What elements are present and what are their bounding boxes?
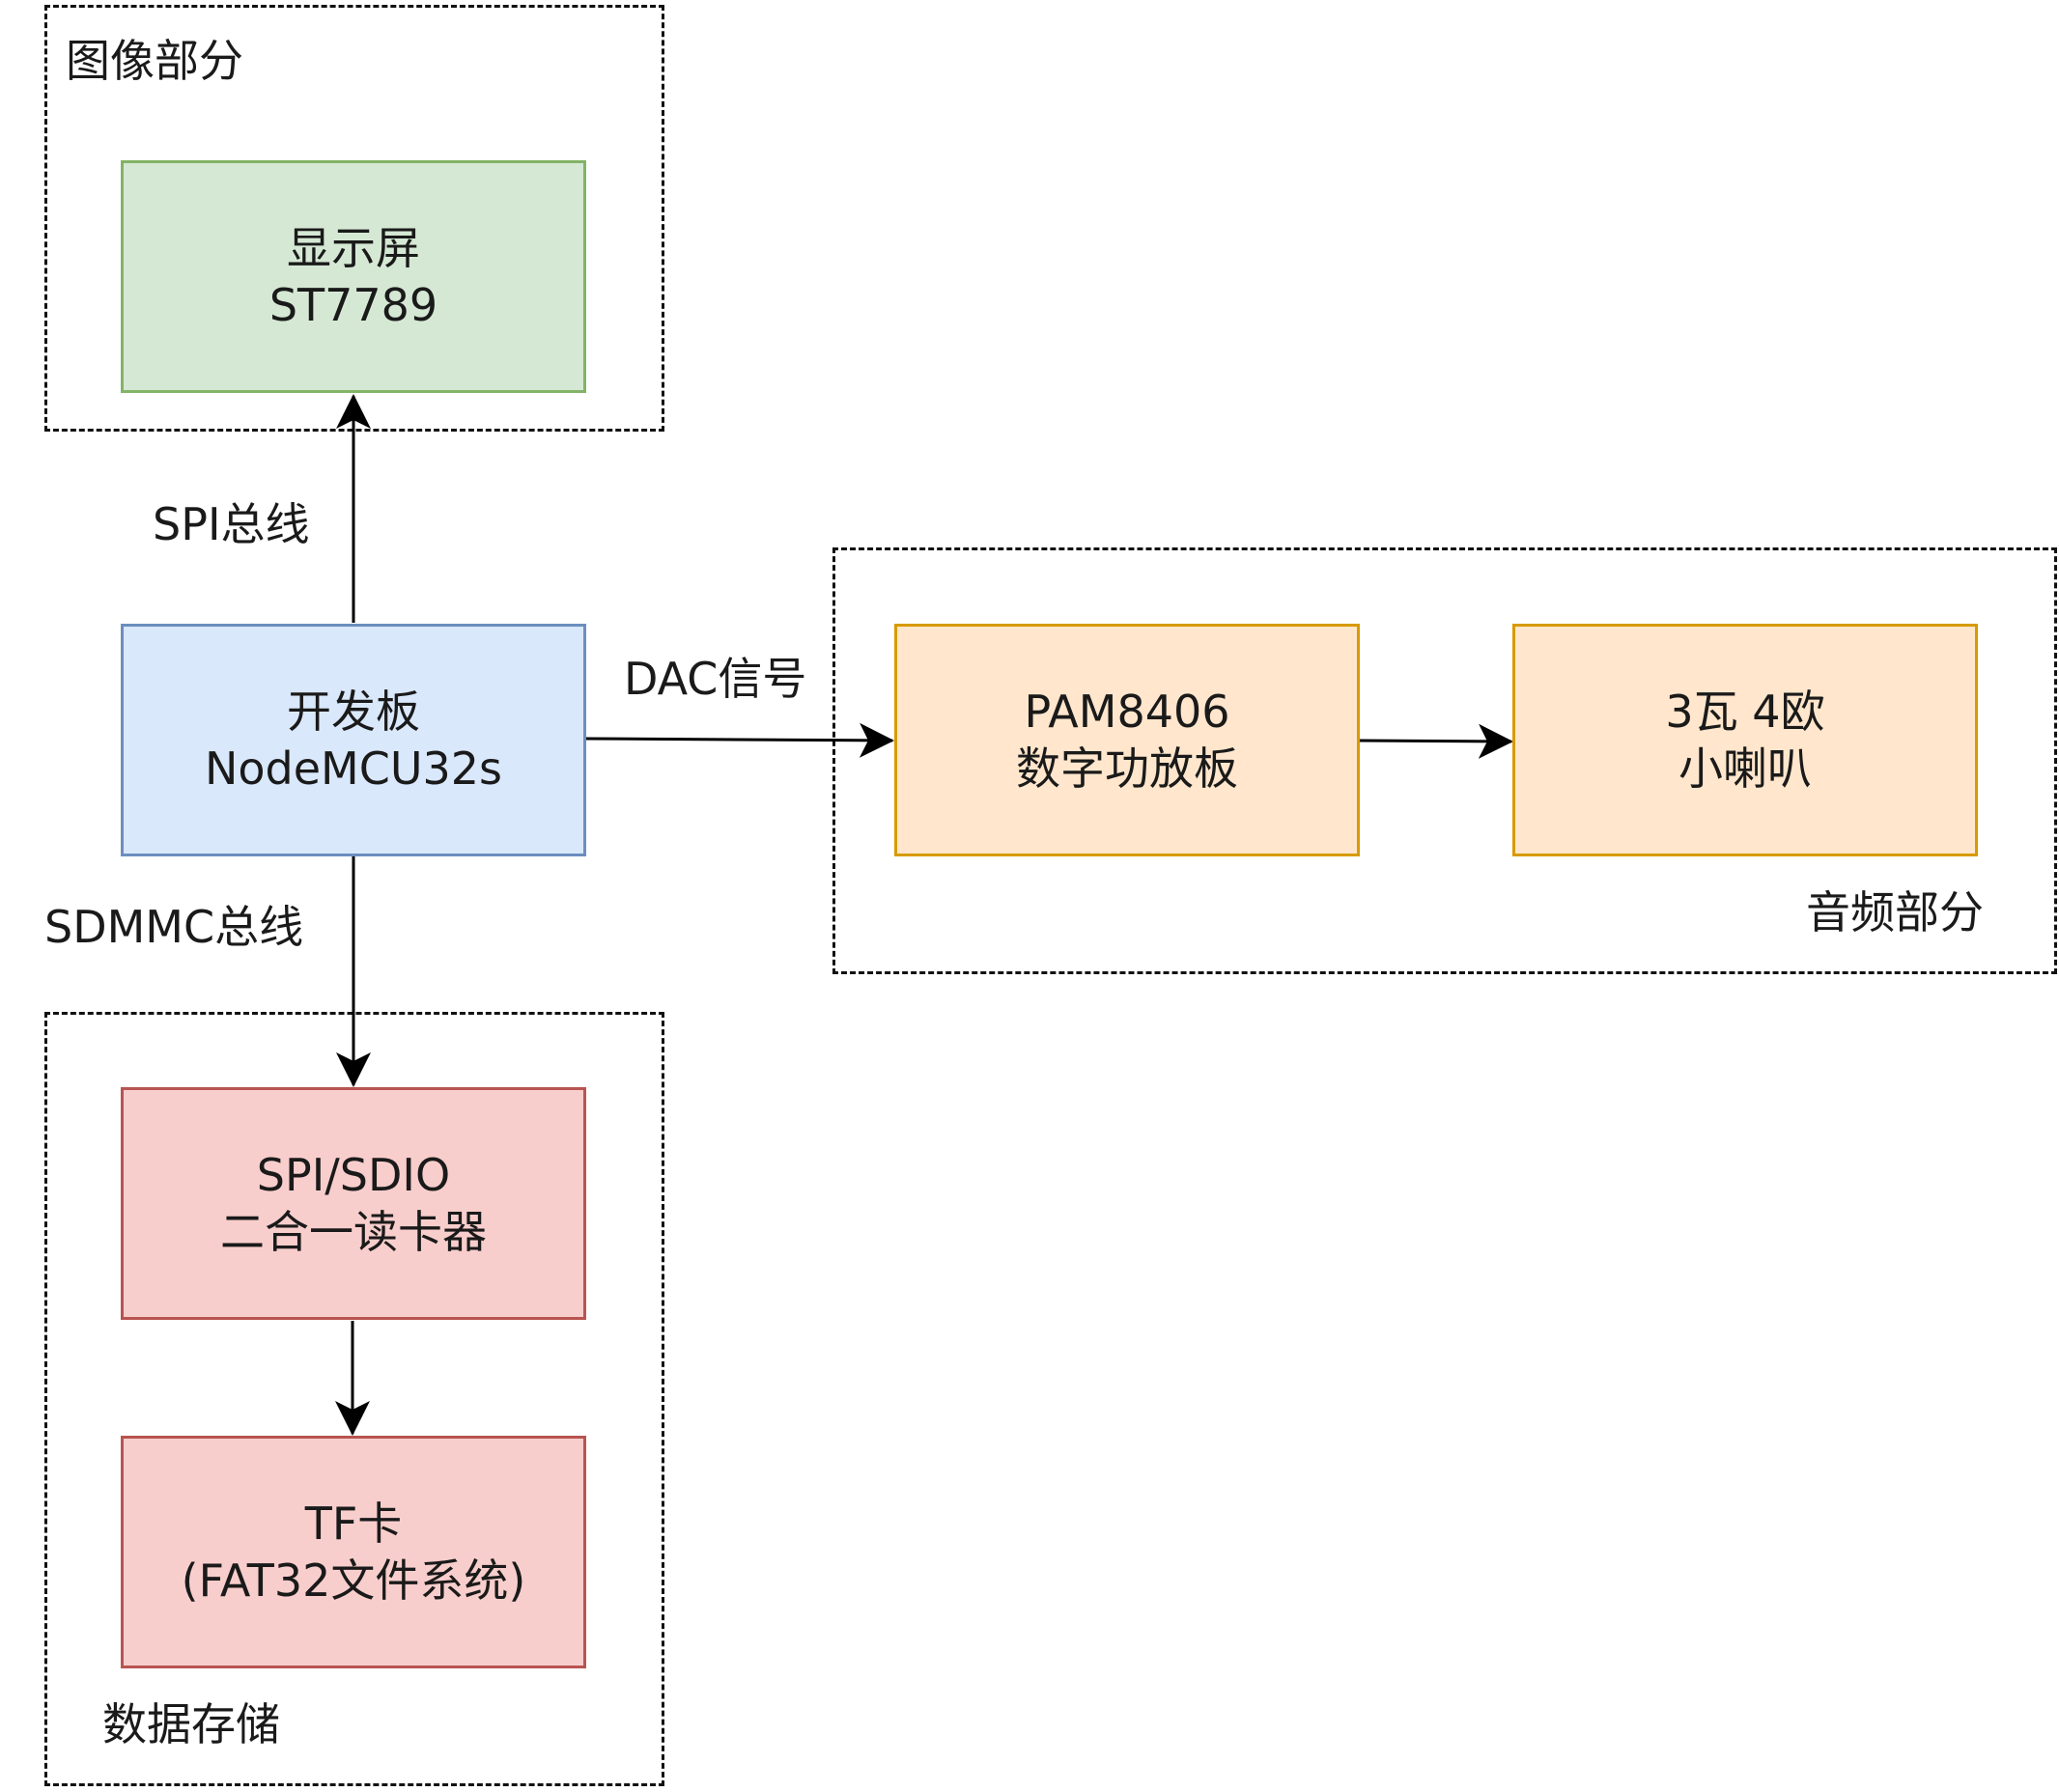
speaker-spec: 3瓦 4欧 bbox=[1665, 685, 1825, 738]
tfcard-filesystem: (FAT32文件系统) bbox=[181, 1554, 526, 1607]
amp-block: PAM8406 数字功放板 bbox=[894, 624, 1360, 856]
board-model: NodeMCU32s bbox=[204, 742, 503, 795]
board-block: 开发板 NodeMCU32s bbox=[121, 624, 586, 856]
group-audio bbox=[832, 547, 2057, 974]
group-storage-label: 数据存储 bbox=[102, 1698, 280, 1750]
display-name: 显示屏 bbox=[287, 221, 420, 274]
speaker-name: 小喇叭 bbox=[1678, 742, 1812, 795]
edge-amp-to-speaker bbox=[1359, 723, 1513, 759]
edge-board-to-amp bbox=[585, 722, 894, 758]
group-audio-label: 音频部分 bbox=[1806, 886, 1984, 938]
board-name: 开发板 bbox=[287, 685, 420, 738]
edge-label-spi: SPI总线 bbox=[153, 498, 310, 550]
display-model: ST7789 bbox=[268, 278, 438, 331]
display-block: 显示屏 ST7789 bbox=[121, 160, 586, 393]
edge-label-dac: DAC信号 bbox=[624, 653, 807, 705]
group-image-label: 图像部分 bbox=[66, 35, 243, 87]
amp-model: PAM8406 bbox=[1024, 685, 1230, 738]
edge-label-sdmmc: SDMMC总线 bbox=[44, 901, 304, 953]
tfcard-name: TF卡 bbox=[304, 1497, 403, 1550]
reader-name: 二合一读卡器 bbox=[220, 1205, 487, 1258]
amp-name: 数字功放板 bbox=[1016, 742, 1238, 795]
reader-interface: SPI/SDIO bbox=[256, 1148, 451, 1201]
reader-block: SPI/SDIO 二合一读卡器 bbox=[121, 1087, 586, 1320]
tfcard-block: TF卡 (FAT32文件系统) bbox=[121, 1436, 586, 1668]
speaker-block: 3瓦 4欧 小喇叭 bbox=[1512, 624, 1978, 856]
